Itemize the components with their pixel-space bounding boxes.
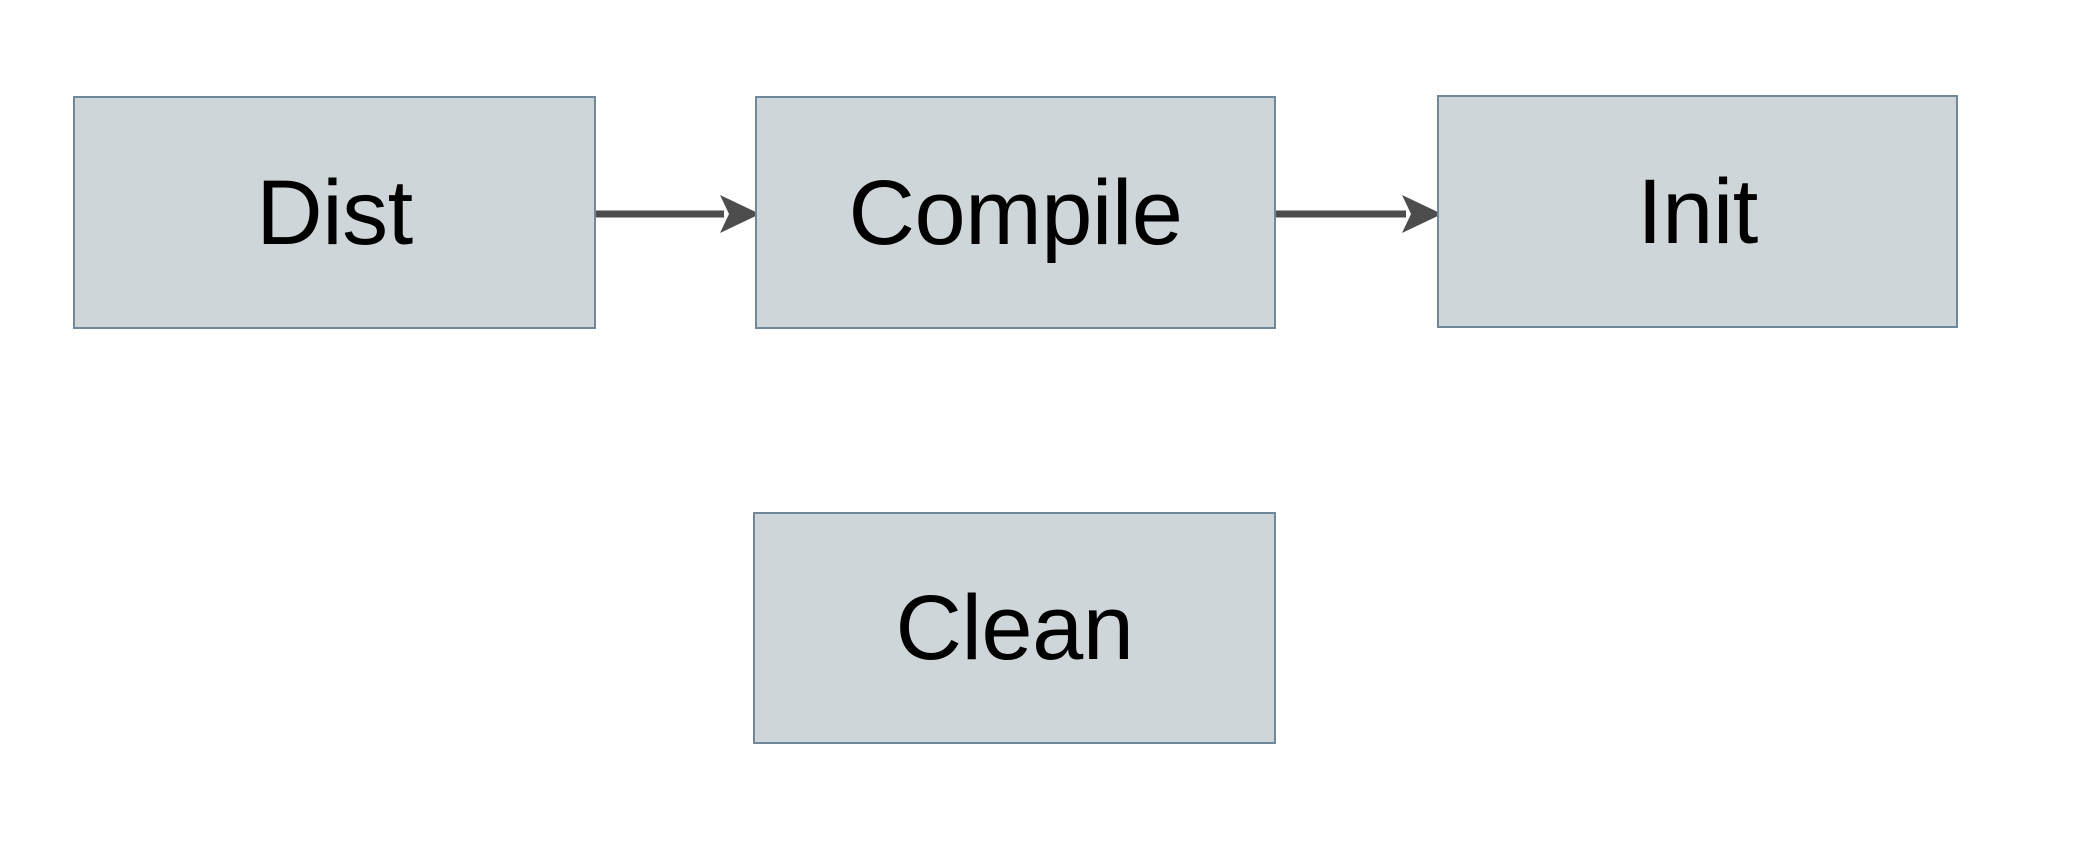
edge-compile-to-init[interactable] (1274, 192, 1444, 236)
node-clean-label: Clean (895, 577, 1134, 679)
node-dist-label: Dist (256, 161, 413, 264)
edge-compile-to-init-arrow (1276, 195, 1442, 233)
node-compile[interactable]: Compile (755, 96, 1276, 329)
arrowhead-icon (720, 195, 760, 233)
node-compile-label: Compile (848, 161, 1183, 264)
edge-dist-to-compile[interactable] (594, 192, 762, 236)
node-clean[interactable]: Clean (753, 512, 1276, 744)
node-init[interactable]: Init (1437, 95, 1958, 328)
node-init-label: Init (1637, 160, 1758, 263)
node-dist[interactable]: Dist (73, 96, 596, 329)
arrowhead-icon (1402, 195, 1442, 233)
edge-dist-to-compile-arrow (596, 195, 760, 233)
